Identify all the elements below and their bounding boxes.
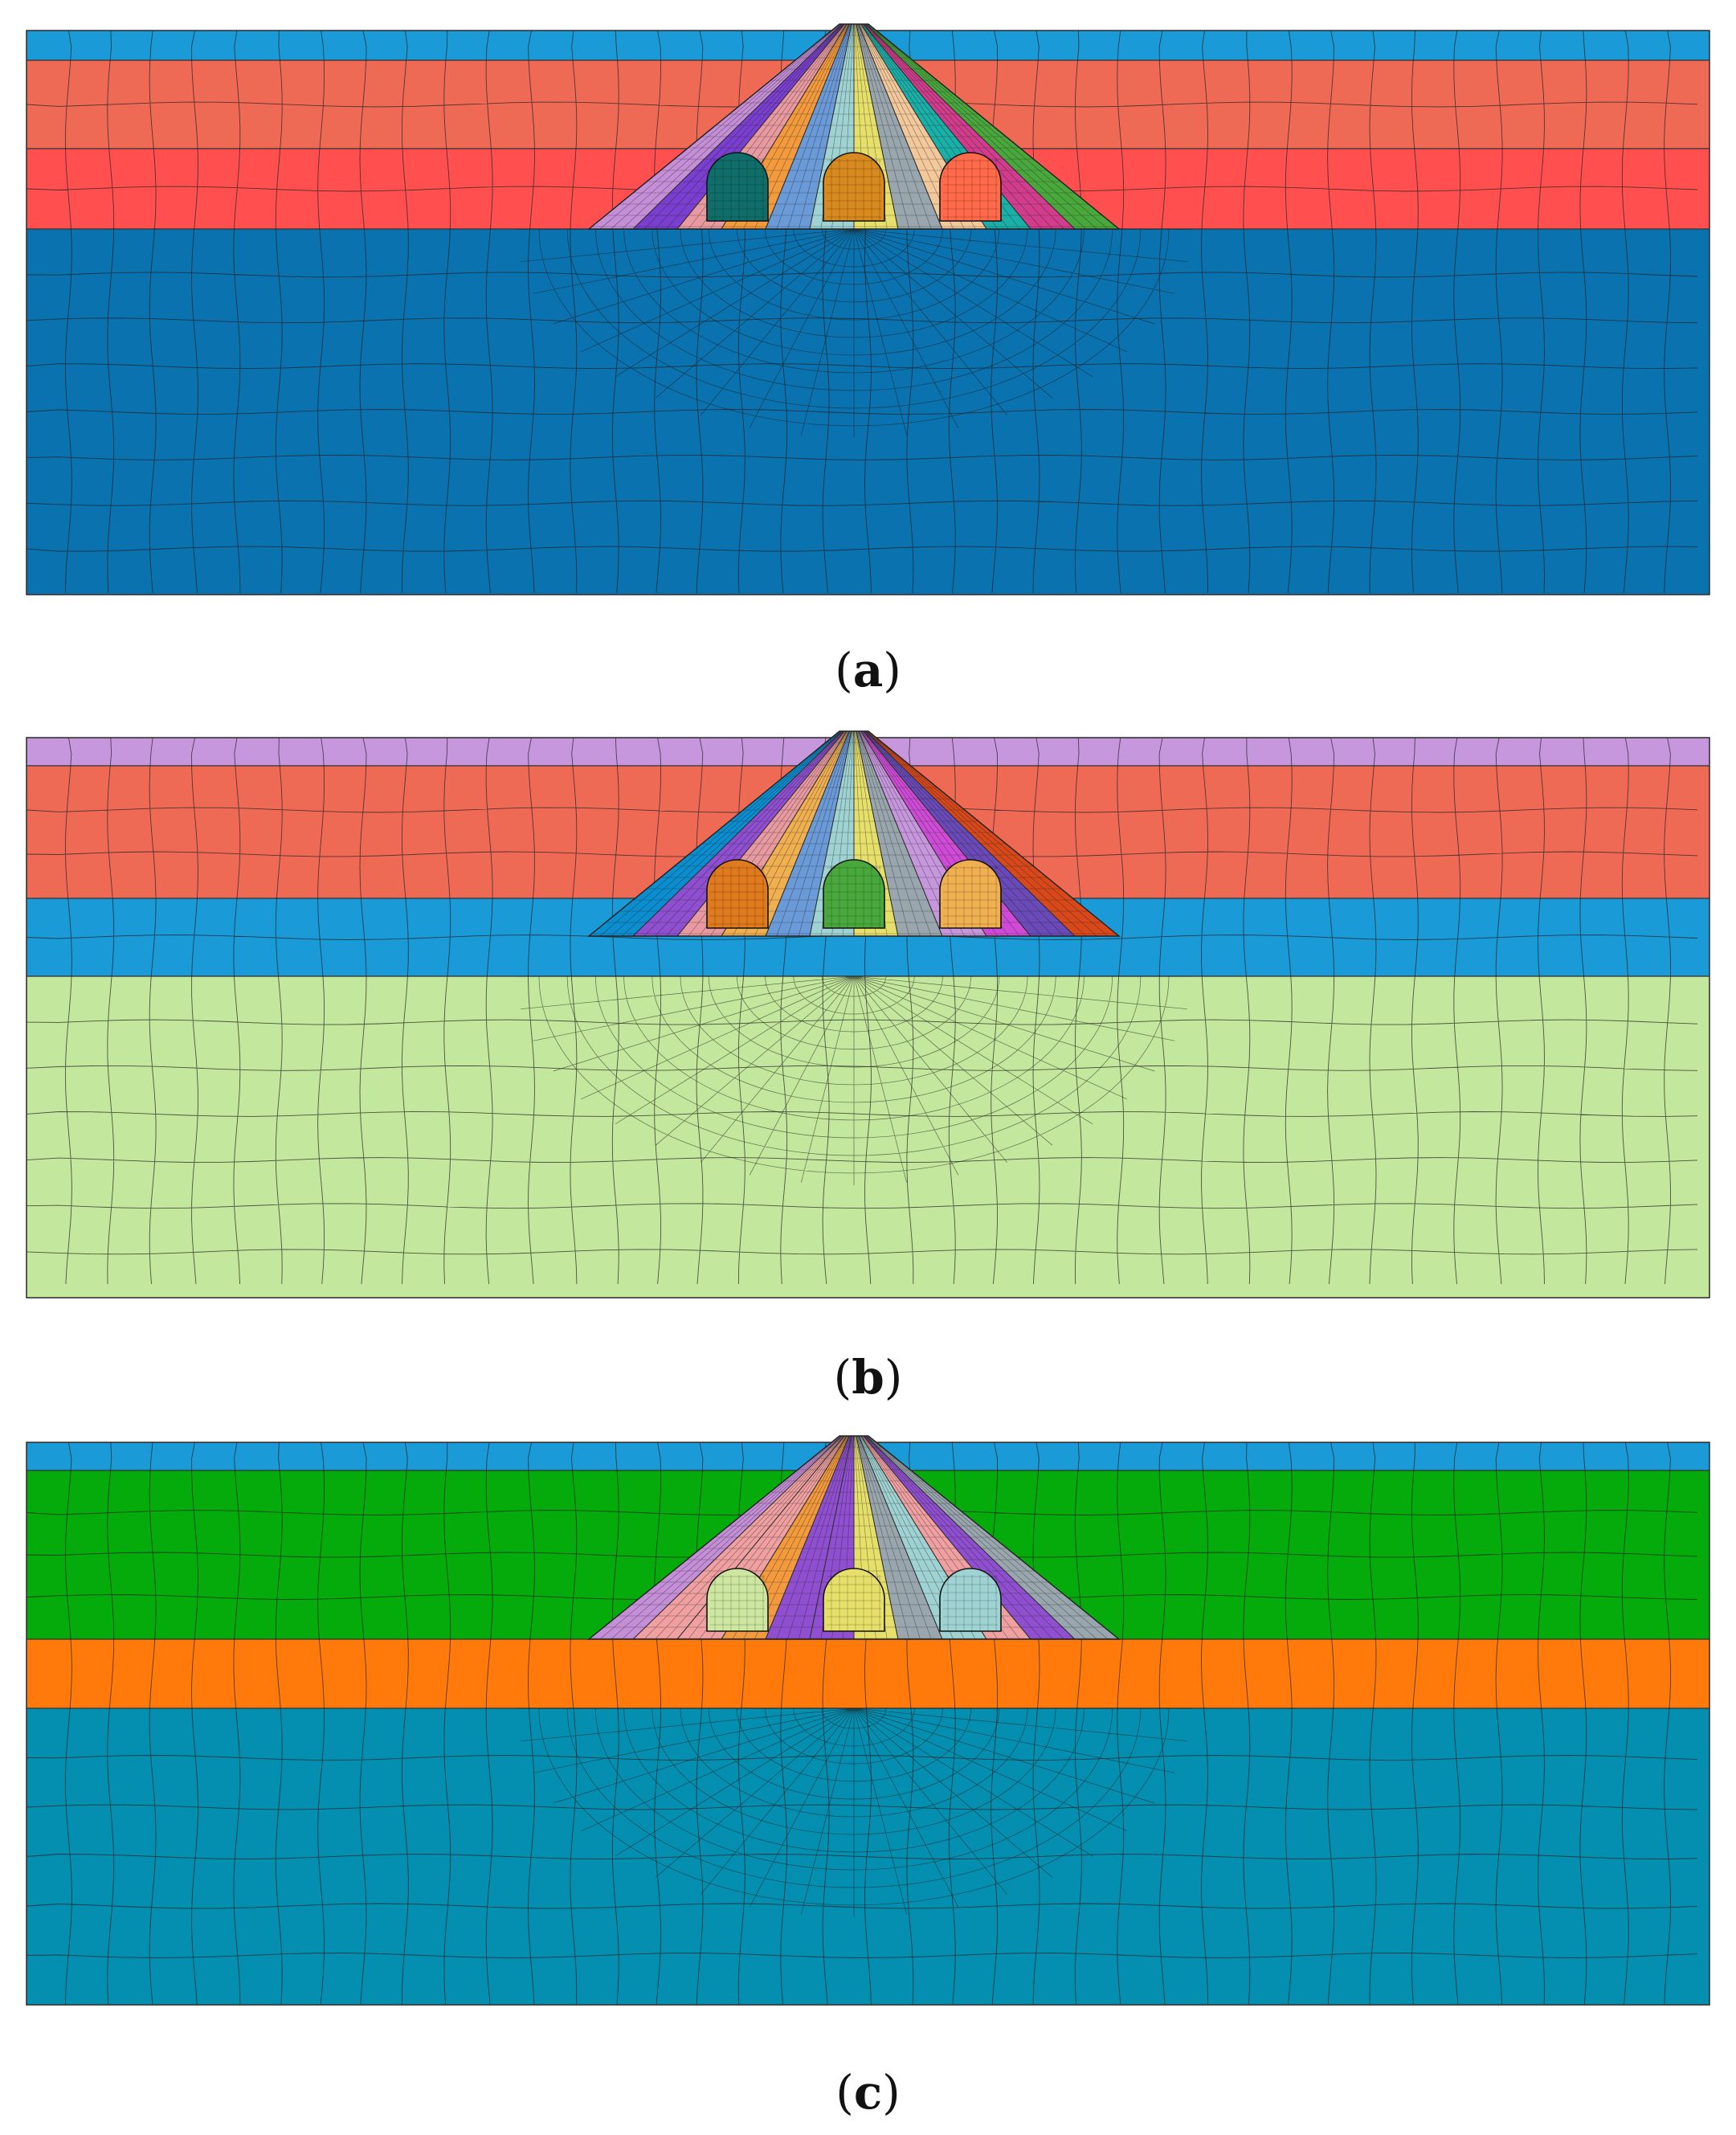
tunnel-mesh-1 [710,1575,765,1631]
tunnel-mesh-2 [827,866,881,928]
tunnel-mesh-2 [827,159,881,221]
mesh-grid [26,737,1698,1285]
caption-a-letter: a [852,643,884,697]
caption-a: (a) [0,643,1736,697]
caption-b: (b) [0,1350,1736,1405]
mesh-lines [26,737,1698,1285]
tunnel-mesh-1 [710,866,765,928]
caption-a-open: ( [835,643,853,697]
caption-c-close: ) [882,2065,901,2120]
mesh-lines [26,30,1698,594]
caption-b-open: ( [833,1350,852,1405]
core-outline [587,1435,1121,1640]
core-zone [587,23,1121,230]
refined-mesh [517,1708,1191,1917]
core-outline [587,23,1121,230]
figure-panel-c: (c) [0,1414,1736,2135]
caption-a-close: ) [883,643,901,697]
fem-mesh-panel-a [26,23,1710,595]
caption-c: (c) [0,2065,1736,2120]
refined-mesh-lines [517,1708,1191,1917]
tunnel-mesh-3 [943,1575,998,1631]
mesh-grid [26,30,1698,594]
core-zone [587,1435,1121,1640]
tunnel-1 [706,152,769,222]
refined-mesh [517,975,1191,1185]
tunnel-1 [706,859,769,929]
tunnel-2 [823,152,885,222]
tunnel-3 [939,152,1002,222]
tunnel-2 [823,859,885,929]
tunnel-mesh-2 [827,1575,881,1631]
tunnel-mesh-1 [710,159,765,221]
refined-mesh [517,228,1191,438]
caption-b-letter: b [852,1350,884,1405]
figure-panel-a: (a) [0,0,1736,707]
tunnel-3 [939,1568,1002,1632]
soil-layer-4 [26,228,1710,595]
tunnel-2 [823,1568,885,1632]
caption-c-open: ( [835,2065,854,2120]
figure-panel-b: (b) [0,707,1736,1414]
fem-mesh-panel-c [26,1435,1710,2006]
tunnel-1 [706,1568,769,1632]
fem-mesh-panel-b [26,730,1710,1299]
caption-c-letter: c [853,2065,883,2120]
tunnel-3 [939,859,1002,929]
refined-mesh-lines [517,975,1191,1185]
tunnel-mesh-3 [943,159,998,221]
tunnel-mesh-3 [943,866,998,928]
core-zone [587,730,1121,937]
caption-b-close: ) [884,1350,903,1405]
core-outline [587,730,1121,937]
refined-mesh-lines [517,228,1191,438]
soil-layer-3 [26,1638,1710,1709]
